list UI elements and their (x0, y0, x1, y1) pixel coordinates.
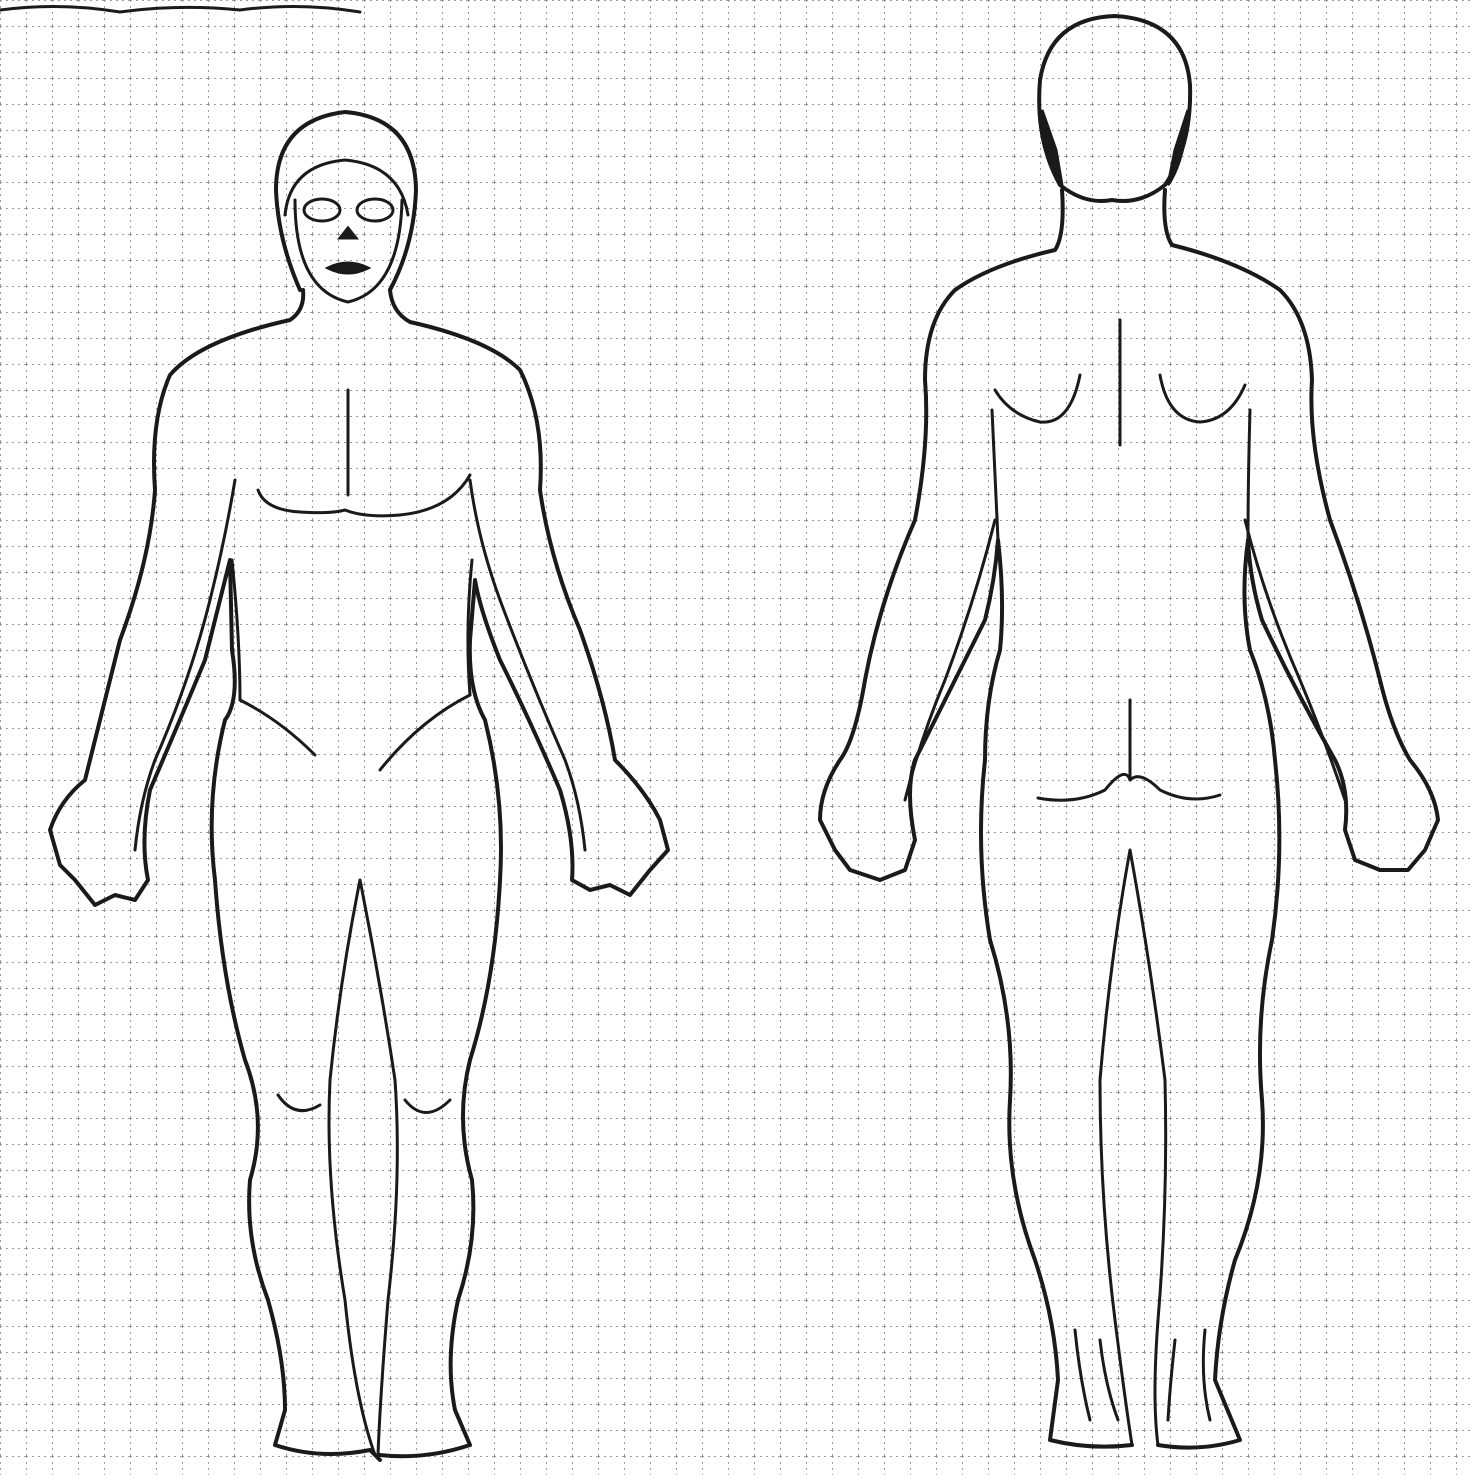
front-mouth (328, 263, 368, 273)
